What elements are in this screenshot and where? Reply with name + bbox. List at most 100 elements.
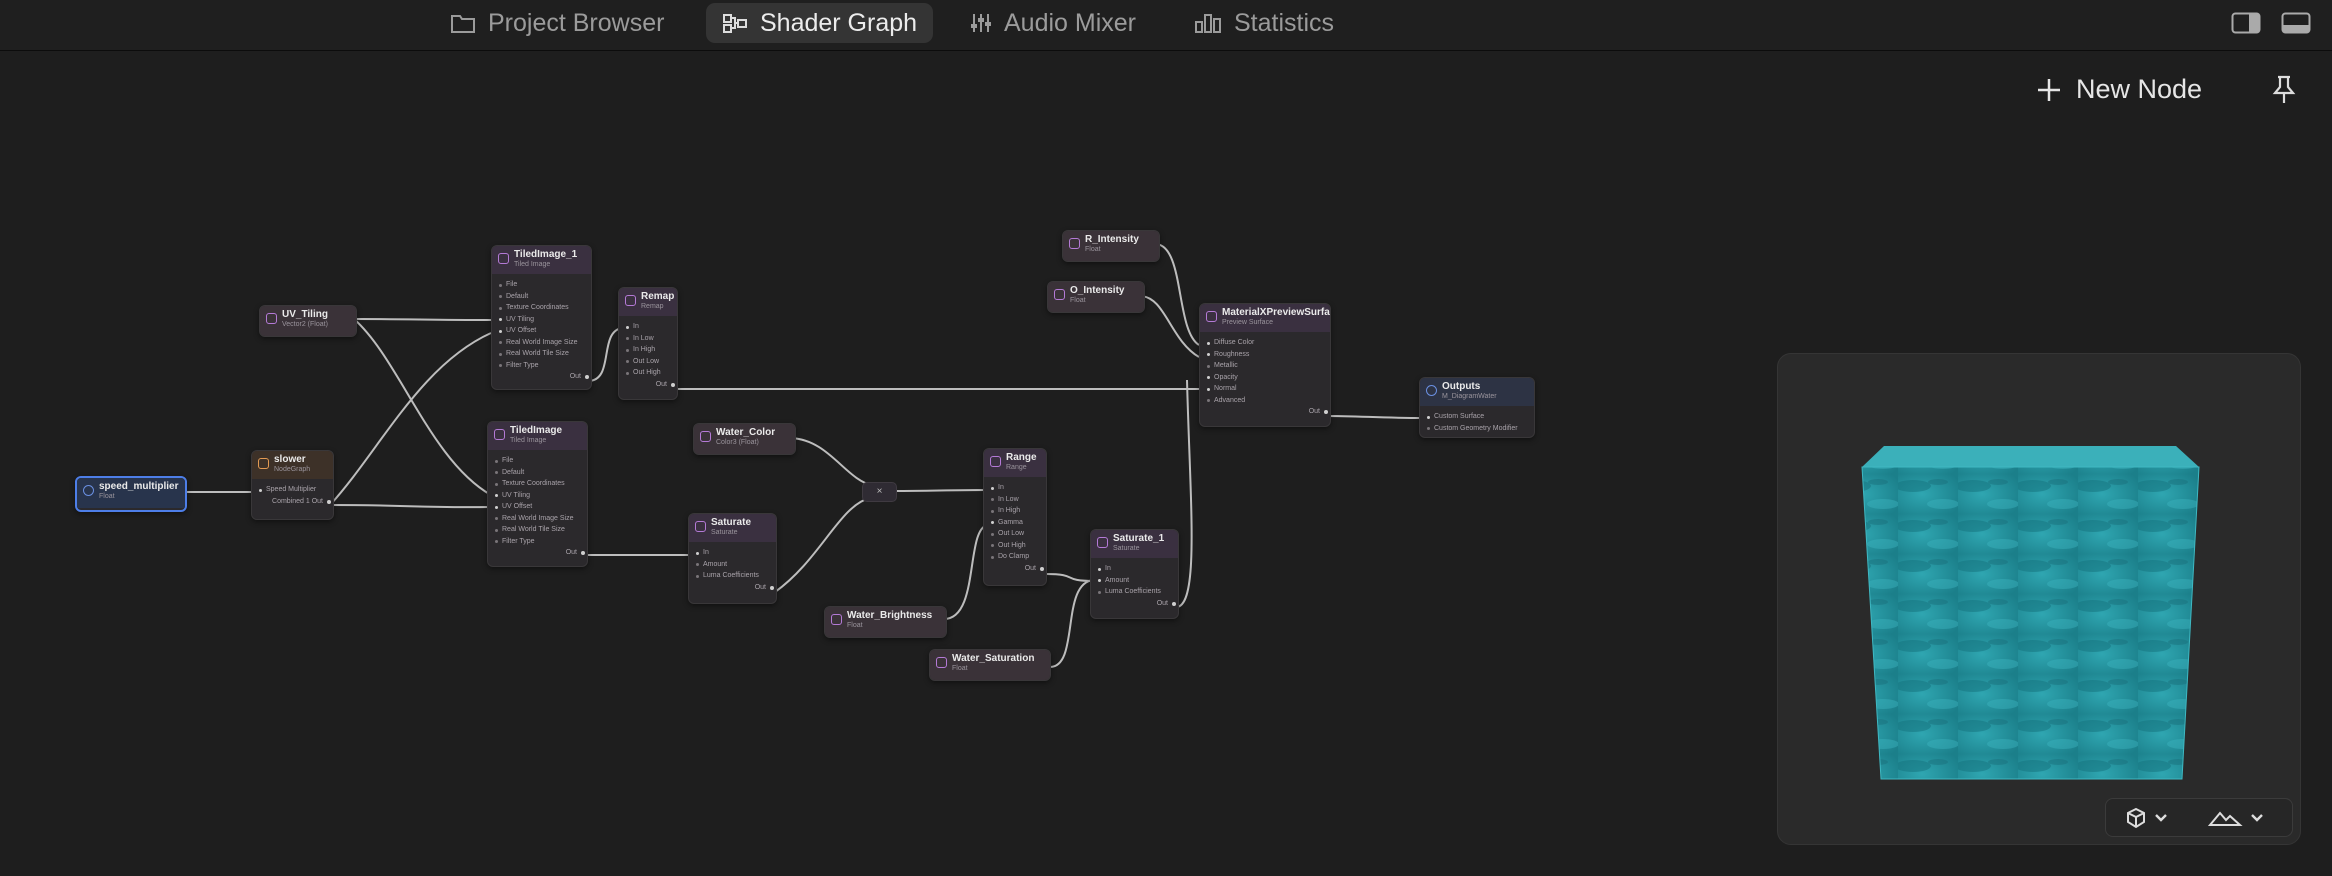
node-subtitle: Color3 (Float)	[716, 439, 759, 446]
node-uv-tiling[interactable]: UV_Tiling Vector2 (Float)	[259, 305, 357, 337]
node-input[interactable]: UV Tiling	[494, 490, 581, 502]
node-title: UV_Tiling	[282, 309, 328, 320]
node-input[interactable]: Custom Geometry Modifier	[1426, 423, 1528, 435]
material-preview-panel[interactable]	[1777, 353, 2301, 845]
node-title: Water_Saturation	[952, 653, 1035, 664]
node-input[interactable]: Out Low	[990, 528, 1040, 540]
node-input[interactable]: Custom Surface	[1426, 411, 1528, 423]
node-input[interactable]: UV Tiling	[498, 314, 585, 326]
node-output[interactable]: Out	[619, 379, 677, 391]
node-water-brightness[interactable]: Water_Brightness Float	[824, 606, 947, 638]
node-o-intensity[interactable]: O_Intensity Float	[1047, 281, 1145, 313]
node-input[interactable]: Speed Multiplier	[258, 484, 327, 496]
tab-label: Statistics	[1234, 8, 1335, 37]
node-speed-multiplier[interactable]: speed_multiplier Float	[75, 476, 187, 512]
node-graph-icon	[723, 14, 747, 33]
node-input[interactable]: Default	[494, 467, 581, 479]
node-input[interactable]: In High	[990, 505, 1040, 517]
image-icon	[498, 253, 509, 264]
output-icon	[1426, 385, 1437, 396]
node-input[interactable]: Default	[498, 291, 585, 303]
node-output[interactable]: Out	[488, 547, 587, 559]
node-subtitle: Saturate	[711, 529, 738, 536]
node-output[interactable]: Out	[1200, 406, 1330, 418]
new-node-label: New Node	[2076, 74, 2203, 104]
water-cube-preview	[1861, 446, 2200, 780]
node-input[interactable]: In High	[625, 344, 671, 356]
node-input[interactable]: Amount	[695, 559, 770, 571]
node-output[interactable]: Out	[492, 371, 591, 383]
node-output[interactable]: Out	[984, 563, 1046, 575]
tab-project-browser[interactable]: Project Browser	[434, 3, 680, 43]
environment-icon[interactable]	[2208, 807, 2272, 829]
node-input[interactable]: In	[1097, 563, 1172, 575]
node-input[interactable]: Luma Coefficients	[695, 570, 770, 582]
node-output[interactable]: Combined 1 Out	[252, 496, 333, 508]
tab-shader-graph[interactable]: Shader Graph	[706, 3, 934, 43]
sidebar-toggle-icon[interactable]	[2231, 12, 2261, 34]
node-input[interactable]: In Low	[990, 494, 1040, 506]
bottom-panel-toggle-icon[interactable]	[2281, 12, 2311, 34]
node-input[interactable]: UV Offset	[494, 501, 581, 513]
node-input[interactable]: In	[990, 482, 1040, 494]
node-output[interactable]: Out	[1091, 598, 1178, 610]
node-input[interactable]: File	[494, 455, 581, 467]
node-input[interactable]: In	[695, 547, 770, 559]
node-input[interactable]: Real World Image Size	[498, 337, 585, 349]
node-input[interactable]: Real World Tile Size	[498, 348, 585, 360]
node-input[interactable]: Do Clamp	[990, 551, 1040, 563]
node-input[interactable]: UV Offset	[498, 325, 585, 337]
node-input[interactable]: In	[625, 321, 671, 333]
node-r-intensity[interactable]: R_Intensity Float	[1062, 230, 1160, 262]
node-subtitle: Float	[1085, 246, 1101, 253]
node-slower[interactable]: slower NodeGraph Speed Multiplier Combin…	[251, 450, 334, 520]
node-multiply[interactable]: ×	[862, 482, 897, 502]
node-input[interactable]: File	[498, 279, 585, 291]
sliders-icon	[971, 14, 991, 32]
node-input[interactable]: Filter Type	[494, 536, 581, 548]
node-input[interactable]: In Low	[625, 333, 671, 345]
node-output[interactable]: Out	[689, 582, 776, 594]
node-input[interactable]: Normal	[1206, 383, 1324, 395]
node-subtitle: Float	[847, 622, 863, 629]
node-input[interactable]: Opacity	[1206, 372, 1324, 384]
node-water-saturation[interactable]: Water_Saturation Float	[929, 649, 1051, 681]
node-tiledimage[interactable]: TiledImage Tiled Image File Default Text…	[487, 421, 588, 567]
node-materialx-preview-surface[interactable]: MaterialXPreviewSurface Preview Surface …	[1199, 303, 1331, 427]
node-saturate[interactable]: Saturate Saturate In Amount Luma Coeffic…	[688, 513, 777, 604]
new-node-button[interactable]: New Node	[2036, 74, 2202, 105]
node-subtitle: Float	[99, 493, 115, 500]
node-title: Saturate_1	[1113, 533, 1165, 544]
pin-icon[interactable]	[2272, 75, 2296, 105]
node-input[interactable]: Out Low	[625, 356, 671, 368]
saturate-icon	[1097, 537, 1108, 548]
node-input[interactable]: Advanced	[1206, 395, 1324, 407]
node-input[interactable]: Roughness	[1206, 349, 1324, 361]
tab-audio-mixer[interactable]: Audio Mixer	[954, 3, 1152, 43]
tab-label: Audio Mixer	[1004, 8, 1136, 37]
node-subtitle: Remap	[641, 303, 664, 310]
tab-statistics[interactable]: Statistics	[1178, 3, 1350, 43]
node-remap[interactable]: Remap Remap In In Low In High Out Low Ou…	[618, 287, 678, 400]
node-range[interactable]: Range Range In In Low In High Gamma Out …	[983, 448, 1047, 586]
node-input[interactable]: Metallic	[1206, 360, 1324, 372]
node-saturate-1[interactable]: Saturate_1 Saturate In Amount Luma Coeff…	[1090, 529, 1179, 619]
node-input[interactable]: Out High	[625, 367, 671, 379]
bar-chart-icon	[1195, 14, 1221, 33]
node-title: Outputs	[1442, 381, 1481, 392]
node-input[interactable]: Real World Tile Size	[494, 524, 581, 536]
node-input[interactable]: Texture Coordinates	[498, 302, 585, 314]
node-input[interactable]: Out High	[990, 540, 1040, 552]
node-input[interactable]: Gamma	[990, 517, 1040, 529]
node-tiledimage-1[interactable]: TiledImage_1 Tiled Image File Default Te…	[491, 245, 592, 390]
cube-shape-icon[interactable]	[2126, 807, 2172, 829]
node-input[interactable]: Texture Coordinates	[494, 478, 581, 490]
node-outputs[interactable]: Outputs M_DiagramWater Custom Surface Cu…	[1419, 377, 1535, 438]
node-input[interactable]: Luma Coefficients	[1097, 586, 1172, 598]
node-input[interactable]: Diffuse Color	[1206, 337, 1324, 349]
node-input[interactable]: Amount	[1097, 575, 1172, 587]
node-input[interactable]: Real World Image Size	[494, 513, 581, 525]
node-water-color[interactable]: Water_Color Color3 (Float)	[693, 423, 796, 455]
node-input[interactable]: Filter Type	[498, 360, 585, 372]
vector-icon	[266, 313, 277, 324]
